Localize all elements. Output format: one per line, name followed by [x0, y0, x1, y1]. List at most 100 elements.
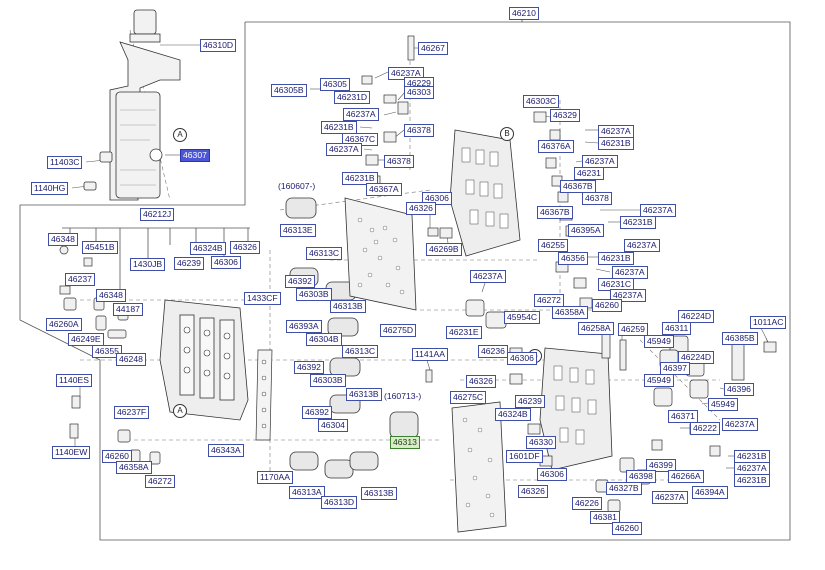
callout-46266A[interactable]: 46266A	[668, 470, 704, 483]
callout-46303B-1[interactable]: 46303B	[296, 288, 332, 301]
callout-46367A[interactable]: 46367A	[366, 183, 402, 196]
callout-46399[interactable]: 46399	[646, 459, 676, 472]
callout-46231B-1[interactable]: 46231B	[321, 121, 357, 134]
callout-46237A-6[interactable]: 46237A	[640, 204, 676, 217]
callout-46310D[interactable]: 46310D	[200, 39, 237, 52]
callout-1430JB[interactable]: 1430JB	[130, 258, 166, 271]
callout-46313A[interactable]: 46313A	[289, 486, 325, 499]
callout-46237A-3[interactable]: 46237A	[326, 143, 362, 156]
callout-46239-1[interactable]: 46239	[174, 257, 204, 270]
callout-46313[interactable]: 46313	[390, 436, 420, 449]
callout-46224D-2[interactable]: 46224D	[678, 351, 715, 364]
callout-46226[interactable]: 46226	[572, 497, 602, 510]
callout-46385B[interactable]: 46385B	[722, 332, 758, 345]
callout-45451B[interactable]: 45451B	[82, 241, 118, 254]
callout-46304[interactable]: 46304	[318, 419, 348, 432]
callout-11403C[interactable]: 11403C	[47, 156, 83, 169]
callout-1140EW[interactable]: 1140EW	[52, 446, 91, 459]
callout-1140ES[interactable]: 1140ES	[56, 374, 92, 387]
callout-46239-2[interactable]: 46239	[515, 395, 545, 408]
callout-46231[interactable]: 46231	[574, 167, 604, 180]
callout-1601DF[interactable]: 1601DF	[506, 450, 543, 463]
callout-46394A[interactable]: 46394A	[692, 486, 728, 499]
callout-46231B-5[interactable]: 46231B	[598, 252, 634, 265]
callout-46371[interactable]: 46371	[668, 410, 698, 423]
callout-46326-2[interactable]: 46326	[230, 241, 260, 254]
callout-46260A[interactable]: 46260A	[46, 318, 82, 331]
callout-46305B[interactable]: 46305B	[271, 84, 307, 97]
callout-46260-3[interactable]: 46260	[612, 522, 642, 535]
callout-46311[interactable]: 46311	[662, 322, 692, 335]
callout-46237F[interactable]: 46237F	[114, 406, 150, 419]
callout-45949-1[interactable]: 45949	[644, 335, 674, 348]
callout-46275D[interactable]: 46275D	[380, 324, 417, 337]
callout-46237A-7[interactable]: 46237A	[624, 239, 660, 252]
callout-44187[interactable]: 44187	[113, 303, 143, 316]
callout-46237A-9[interactable]: 46237A	[610, 289, 646, 302]
callout-46329[interactable]: 46329	[550, 109, 580, 122]
callout-46378-2[interactable]: 46378	[384, 155, 414, 168]
callout-46231D[interactable]: 46231D	[334, 91, 371, 104]
callout-46358A-1[interactable]: 46358A	[552, 306, 588, 319]
callout-46267[interactable]: 46267	[418, 42, 448, 55]
callout-46381[interactable]: 46381	[590, 511, 620, 524]
callout-45949-2[interactable]: 45949	[644, 374, 674, 387]
callout-46393A[interactable]: 46393A	[286, 320, 322, 333]
callout-46306-2[interactable]: 46306	[211, 256, 241, 269]
callout-46313B-2[interactable]: 46313B	[346, 388, 382, 401]
callout-46258A[interactable]: 46258A	[578, 322, 614, 335]
callout-46237A-2[interactable]: 46237A	[343, 108, 379, 121]
callout-46249E[interactable]: 46249E	[68, 333, 104, 346]
callout-46348-1[interactable]: 46348	[48, 233, 78, 246]
callout-46395A[interactable]: 46395A	[568, 224, 604, 237]
callout-46326-4[interactable]: 46326	[518, 485, 548, 498]
callout-46306-3[interactable]: 46306	[507, 352, 537, 365]
callout-46396[interactable]: 46396	[724, 383, 754, 396]
callout-45949-3[interactable]: 45949	[708, 398, 738, 411]
callout-46313D[interactable]: 46313D	[321, 496, 358, 509]
callout-1011AC[interactable]: 1011AC	[750, 316, 787, 329]
callout-46255[interactable]: 46255	[538, 239, 568, 252]
callout-46260-1[interactable]: 46260	[592, 299, 622, 312]
callout-1140HG[interactable]: 1140HG	[31, 182, 69, 195]
callout-46231B-2[interactable]: 46231B	[342, 172, 378, 185]
callout-46303C[interactable]: 46303C	[523, 95, 560, 108]
callout-46269B[interactable]: 46269B	[426, 243, 462, 256]
callout-46231E[interactable]: 46231E	[446, 326, 482, 339]
callout-46330[interactable]: 46330	[526, 436, 556, 449]
callout-46224D-1[interactable]: 46224D	[678, 310, 715, 323]
callout-46248[interactable]: 46248	[116, 353, 146, 366]
callout-46272-2[interactable]: 46272	[145, 475, 175, 488]
callout-46348-2[interactable]: 46348	[96, 289, 126, 302]
callout-46306-4[interactable]: 46306	[537, 468, 567, 481]
callout-46231B-4[interactable]: 46231B	[620, 216, 656, 229]
callout-46259[interactable]: 46259	[618, 323, 648, 336]
callout-46237A-11[interactable]: 46237A	[722, 418, 758, 431]
callout-46212J[interactable]: 46212J	[140, 208, 175, 221]
callout-46324B-2[interactable]: 46324B	[495, 408, 531, 421]
callout-1141AA[interactable]: 1141AA	[412, 348, 448, 361]
callout-46313B-3[interactable]: 46313B	[361, 487, 397, 500]
callout-46356[interactable]: 46356	[558, 252, 588, 265]
callout-46222[interactable]: 46222	[690, 422, 720, 435]
callout-46326-3[interactable]: 46326	[466, 375, 496, 388]
callout-46304B[interactable]: 46304B	[306, 333, 342, 346]
callout-46236[interactable]: 46236	[478, 345, 508, 358]
callout-46327B[interactable]: 46327B	[606, 482, 642, 495]
callout-46237[interactable]: 46237	[65, 273, 95, 286]
callout-46275C[interactable]: 46275C	[450, 391, 487, 404]
callout-46392-1[interactable]: 46392	[285, 275, 315, 288]
callout-46397[interactable]: 46397	[660, 362, 690, 375]
callout-46378-3[interactable]: 46378	[582, 192, 612, 205]
callout-45954C[interactable]: 45954C	[504, 311, 541, 324]
callout-46303B-2[interactable]: 46303B	[310, 374, 346, 387]
callout-46358A-2[interactable]: 46358A	[116, 461, 152, 474]
callout-46303[interactable]: 46303	[404, 86, 434, 99]
callout-46307[interactable]: 46307	[180, 149, 210, 162]
callout-46231B-3[interactable]: 46231B	[598, 137, 634, 150]
callout-46231B-7[interactable]: 46231B	[734, 474, 770, 487]
callout-46367B-1[interactable]: 46367B	[560, 180, 596, 193]
callout-46392-3[interactable]: 46392	[302, 406, 332, 419]
callout-46237A-10[interactable]: 46237A	[470, 270, 506, 283]
callout-46306-1[interactable]: 46306	[422, 192, 452, 205]
